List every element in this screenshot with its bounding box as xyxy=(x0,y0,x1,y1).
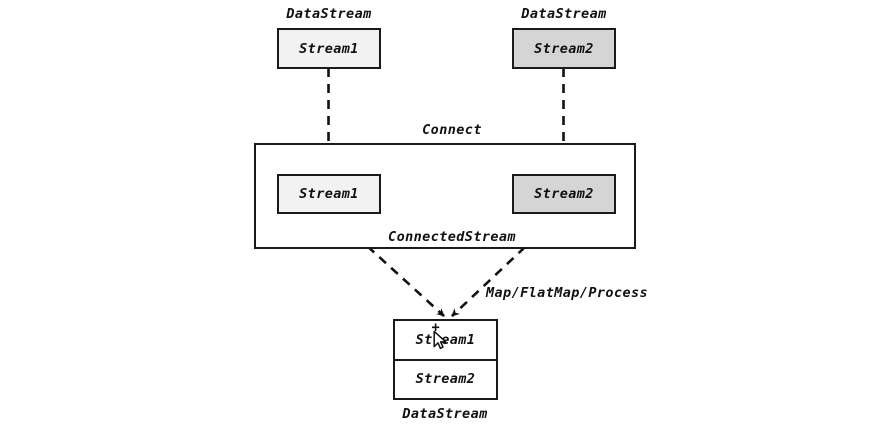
top-left-datastream-label: DataStream xyxy=(286,6,372,22)
map-flatmap-process-label: Map/FlatMap/Process xyxy=(486,285,649,301)
output-cell-stream1[interactable]: Stream1 xyxy=(415,331,476,348)
output-cell-stream2[interactable]: Stream2 xyxy=(395,358,496,399)
connected-stream-label: ConnectedStream xyxy=(388,229,516,245)
connected-stream2-box[interactable]: Stream2 xyxy=(512,174,616,214)
top-stream1-box[interactable]: Stream1 xyxy=(277,28,381,69)
bottom-datastream-label: DataStream xyxy=(402,406,488,422)
top-right-datastream-label: DataStream xyxy=(521,6,607,22)
output-datastream-box[interactable]: Stream1 Stream2 xyxy=(393,319,498,400)
connected-stream1-box[interactable]: Stream1 xyxy=(277,174,381,214)
connect-label: Connect xyxy=(422,122,482,138)
top-stream2-box[interactable]: Stream2 xyxy=(512,28,616,69)
